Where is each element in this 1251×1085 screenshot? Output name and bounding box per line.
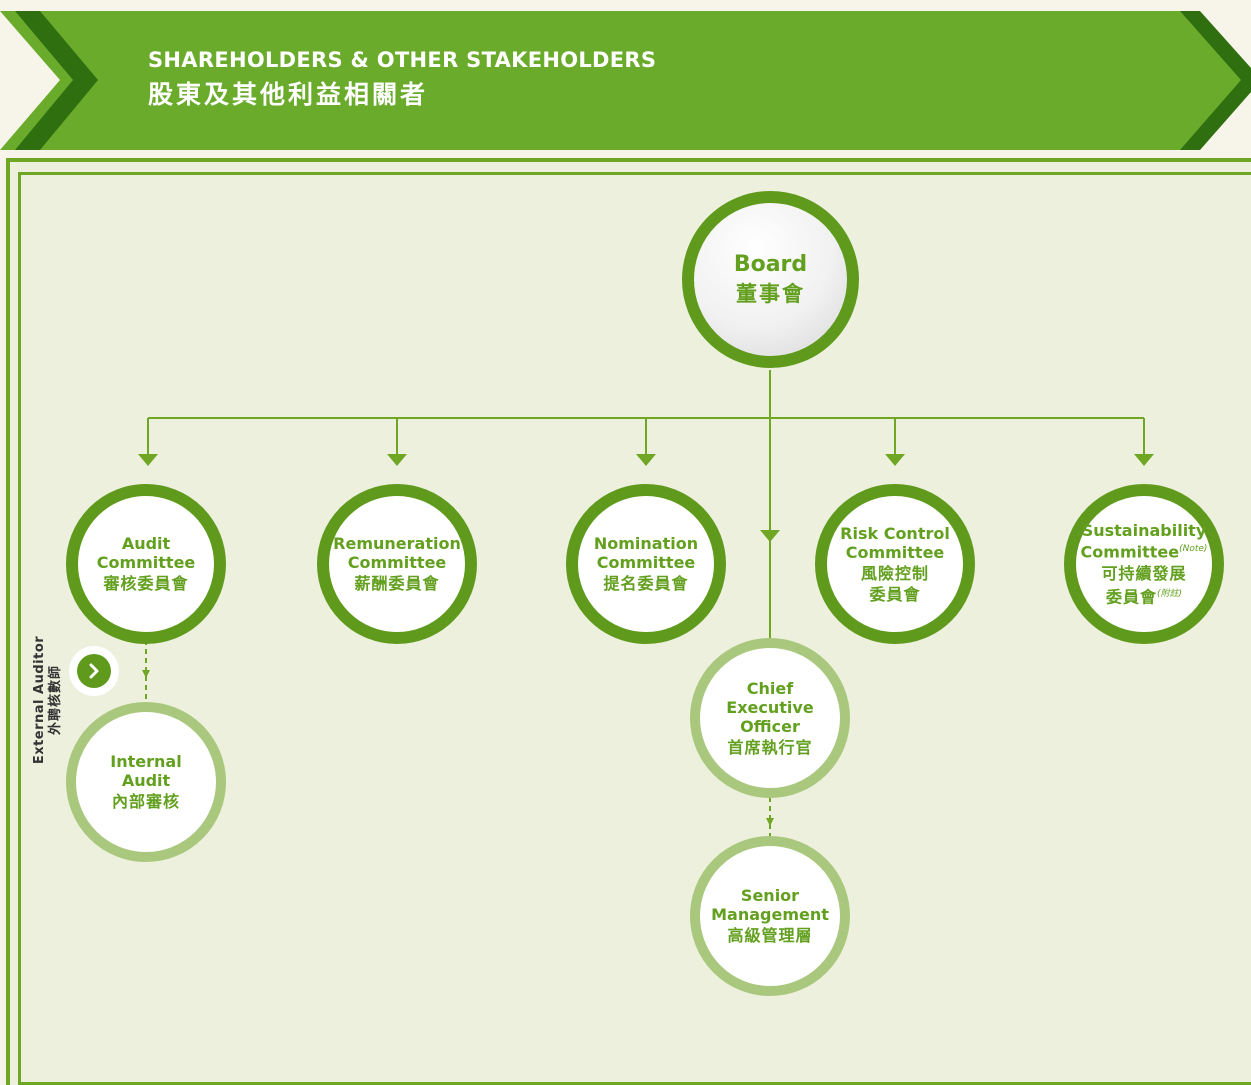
sustainability-committee-label-zh-text: 可持續發展 委員會 <box>1101 563 1187 606</box>
ceo-to-senior-arrow <box>766 818 774 826</box>
sustainability-arrow <box>1134 454 1154 466</box>
audit-to-internal-arrow <box>142 670 150 678</box>
chart-frame-inner <box>18 172 1251 1085</box>
internal-audit-label-en: Internal Audit <box>110 752 182 790</box>
banner-title-zh: 股東及其他利益相關者 <box>148 80 429 109</box>
audit-committee-node: Audit Committee 審核委員會 <box>66 484 226 644</box>
sustainability-committee-label-en: Sustainability Committee(Note) <box>1081 521 1208 561</box>
sustainability-committee-label-zh: 可持續發展 委員會(附註) <box>1081 563 1208 607</box>
sustainability-committee-node: Sustainability Committee(Note) 可持續發展 委員會… <box>1064 484 1224 644</box>
senior-management-node: Senior Management 高級管理層 <box>690 836 850 996</box>
risk-control-committee-node: Risk Control Committee 風險控制 委員會 <box>815 484 975 644</box>
nomination-committee-node: Nomination Committee 提名委員會 <box>566 484 726 644</box>
banner-title-en: SHAREHOLDERS & OTHER STAKEHOLDERS <box>148 48 657 72</box>
audit-arrow <box>138 454 158 466</box>
risk-control-committee-label-zh: 風險控制 委員會 <box>860 563 929 604</box>
external-auditor-label-en: External Auditor <box>32 635 47 765</box>
banner-background <box>0 11 1251 150</box>
board-label-en: Board <box>733 252 808 277</box>
remuneration-committee-node: Remuneration Committee 薪酬委員會 <box>317 484 477 644</box>
senior-management-label-en: Senior Management <box>711 886 829 924</box>
sustainability-note-zh: (附註) <box>1156 588 1183 599</box>
nomination-committee-label-en: Nomination Committee <box>593 534 699 572</box>
risk-control-committee-label-en: Risk Control Committee <box>840 523 950 562</box>
ceo-arrow <box>760 530 780 542</box>
external-auditor-button <box>69 646 119 696</box>
remuneration-committee-label-zh: 薪酬委員會 <box>354 574 440 593</box>
sustainability-committee-label-en-text: Sustainability Committee <box>1080 521 1207 562</box>
board-node: Board 董事會 <box>682 191 859 368</box>
ceo-label-en: Chief Executive Officer <box>726 678 814 736</box>
remuneration-committee-label-en: Remuneration Committee <box>333 534 461 572</box>
nomination-committee-label-zh: 提名委員會 <box>603 574 689 593</box>
external-auditor-label-zh: 外聘核數師 <box>48 664 63 736</box>
audit-committee-label-zh: 審核委員會 <box>103 574 189 593</box>
chevron-right-icon <box>77 654 111 688</box>
senior-management-label-zh: 高級管理層 <box>727 926 813 945</box>
risk-arrow <box>885 454 905 466</box>
internal-audit-label-zh: 內部審核 <box>111 792 180 811</box>
banner-title: SHAREHOLDERS & OTHER STAKEHOLDERS 股東及其他利… <box>148 46 656 112</box>
internal-audit-node: Internal Audit 內部審核 <box>66 702 226 862</box>
ceo-label-zh: 首席執行官 <box>727 737 813 757</box>
nomination-arrow <box>636 454 656 466</box>
board-label-zh: 董事會 <box>735 282 805 306</box>
audit-committee-label-en: Audit Committee <box>96 534 196 572</box>
remuneration-arrow <box>387 454 407 466</box>
ceo-node: Chief Executive Officer 首席執行官 <box>690 638 850 798</box>
sustainability-note-en: (Note) <box>1179 544 1208 555</box>
